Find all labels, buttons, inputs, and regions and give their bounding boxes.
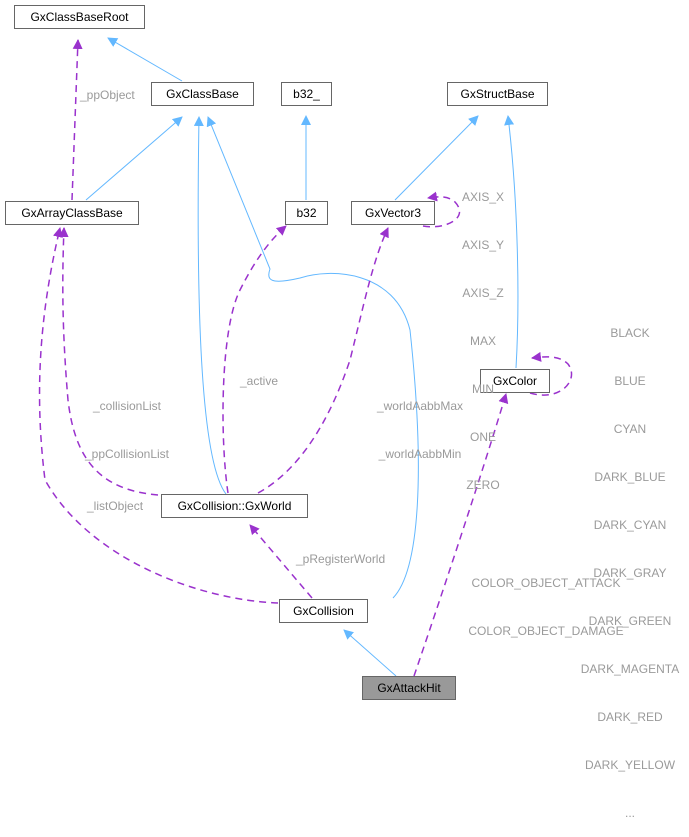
- node-gxcollision[interactable]: GxCollision: [279, 599, 368, 623]
- label-line: COLOR_OBJECT_ATTACK: [471, 576, 621, 590]
- label-line: BLACK: [610, 326, 650, 340]
- label-color-object: COLOR_OBJECT_ATTACK COLOR_OBJECT_DAMAGE: [456, 543, 636, 655]
- label-line: MIN: [472, 382, 494, 396]
- node-gxcolor[interactable]: GxColor: [480, 369, 550, 393]
- label-line: DARK_MAGENTA: [580, 662, 680, 676]
- node-gxcollision-gxworld[interactable]: GxCollision::GxWorld: [161, 494, 308, 518]
- label-line: _collisionList: [92, 399, 162, 413]
- edges-layer: [38, 37, 573, 677]
- label-line: BLUE: [614, 374, 646, 388]
- label-line: DARK_GRAY: [593, 566, 667, 580]
- label-list-object: _listObject: [87, 499, 144, 513]
- label-line: _ppCollisionList: [84, 447, 170, 461]
- label-line: ONE: [469, 430, 496, 444]
- label-pregisterworld: _pRegisterWorld: [296, 552, 386, 566]
- node-b32_[interactable]: b32_: [281, 82, 332, 106]
- label-world-aabb: _worldAabbMax _worldAabbMin: [372, 366, 468, 478]
- edge-collision-to-arrayclassbase: [38, 227, 279, 604]
- node-gxclassbaseroot[interactable]: GxClassBaseRoot: [14, 5, 145, 29]
- edge-world-to-arrayclassbase: [58, 227, 159, 496]
- label-active: _active: [240, 374, 279, 388]
- edge-vector3-self: [422, 191, 461, 228]
- edge-attackhit-to-collision: [343, 629, 397, 677]
- label-vector3-constants: AXIS_X AXIS_Y AXIS_Z MAX MIN ONE ZERO: [452, 157, 514, 509]
- label-collision-list: _collisionList _ppCollisionList: [78, 366, 176, 478]
- label-line: DARK_CYAN: [593, 518, 667, 532]
- edge-vector3-to-structbase: [394, 115, 479, 201]
- label-line: ...: [624, 806, 635, 820]
- edge-attackhit-to-color: [413, 393, 509, 677]
- edge-world-to-classbase: [193, 116, 227, 495]
- label-line: DARK_BLUE: [594, 470, 666, 484]
- edge-color-self: [529, 351, 573, 396]
- edge-arrayclassbase-to-classbase: [85, 116, 183, 201]
- label-line: CYAN: [613, 422, 647, 436]
- label-line: AXIS_Z: [462, 286, 504, 300]
- edge-color-to-structbase: [504, 115, 519, 369]
- edge-arrayclassbase-to-root: [71, 39, 83, 201]
- label-line: AXIS_X: [461, 190, 505, 204]
- node-gxvector3[interactable]: GxVector3: [351, 201, 435, 225]
- label-ppobject: _ppObject: [80, 88, 135, 102]
- label-line: AXIS_Y: [461, 238, 505, 252]
- node-b32[interactable]: b32: [285, 201, 328, 225]
- label-line: COLOR_OBJECT_DAMAGE: [468, 624, 624, 638]
- edge-collision-to-classbase: [206, 116, 419, 599]
- edge-world-to-b32: [222, 225, 287, 494]
- node-gxstructbase[interactable]: GxStructBase: [447, 82, 548, 106]
- label-line: ZERO: [466, 478, 500, 492]
- label-line: DARK_RED: [597, 710, 663, 724]
- label-line: _worldAabbMax: [376, 399, 464, 413]
- label-line: MAX: [469, 334, 496, 348]
- edge-collision-to-world: [249, 524, 313, 599]
- node-gxattackhit[interactable]: GxAttackHit: [362, 676, 456, 700]
- edge-world-to-vector3: [257, 227, 389, 494]
- label-line: _worldAabbMin: [378, 447, 462, 461]
- node-gxarrayclassbase[interactable]: GxArrayClassBase: [5, 201, 139, 225]
- node-gxclassbase[interactable]: GxClassBase: [151, 82, 254, 106]
- edge-classbase-to-root: [107, 37, 183, 82]
- label-line: DARK_YELLOW: [584, 758, 676, 772]
- label-line: DARK_GREEN: [588, 614, 672, 628]
